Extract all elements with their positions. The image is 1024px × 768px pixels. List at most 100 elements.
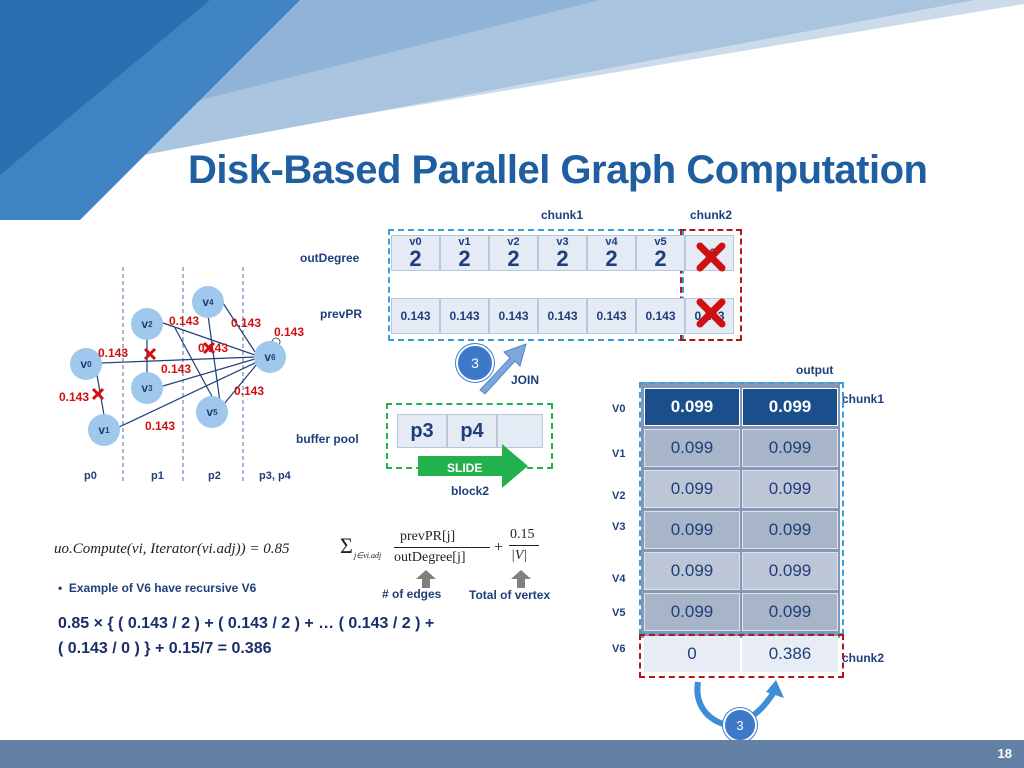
edge-label: 0.143 <box>98 346 129 360</box>
vertex-header: v1 <box>458 235 471 248</box>
output-cell: 0.099 <box>644 593 740 631</box>
output-row-label: V2 <box>612 490 626 502</box>
output-cell: 0.099 <box>644 511 740 549</box>
output-title: output <box>796 363 834 377</box>
output-cell: 0 <box>644 636 740 672</box>
output-row-label: V4 <box>612 573 626 585</box>
output-step-badge: 3 <box>723 708 757 742</box>
output-cell: 0.386 <box>742 636 838 672</box>
edge-label: 0.143 <box>231 316 262 330</box>
edges-pointer-icon <box>416 570 436 588</box>
edge-label: 0.143 <box>169 314 200 328</box>
edges-annotation: # of edges <box>382 587 442 601</box>
sum-subscript: j∈vi.adj <box>354 551 382 560</box>
output-row-label: V0 <box>612 403 626 415</box>
output-cell: 0.099 <box>644 388 740 426</box>
example-bullet-text: Example of V6 have recursive V6 <box>68 581 257 595</box>
output-cell: 0.099 <box>742 470 838 508</box>
buffer-slot <box>497 414 543 448</box>
output-cell: 0.099 <box>742 388 838 426</box>
join-arrow-icon <box>479 343 527 395</box>
slide-title: Disk-Based Parallel Graph Computation <box>188 148 928 192</box>
vertex-pointer-icon <box>511 570 531 588</box>
vertex-header: v3 <box>556 235 569 248</box>
output-row-label: V6 <box>612 643 626 655</box>
edge-label: 0.143 <box>59 390 90 404</box>
slide-arrow-icon <box>418 444 528 488</box>
footer-bar <box>0 740 1024 768</box>
join-step-number: 3 <box>471 355 479 371</box>
example-line-1: 0.85 × { ( 0.143 / 2 ) + ( 0.143 / 2 ) +… <box>58 615 435 632</box>
output-cell: 0.099 <box>742 593 838 631</box>
fraction-bar <box>394 547 490 548</box>
buffer-slot: p3 <box>397 414 447 448</box>
output-chunk2-box <box>639 634 844 678</box>
prevpr-cell: 0.143 <box>489 298 538 334</box>
vertex-header: v0 <box>409 235 422 248</box>
partition-label: p1 <box>151 470 164 482</box>
partition-label: p3, p4 <box>259 470 291 482</box>
outdegree-value: 2 <box>605 245 618 271</box>
output-chunk1-label: chunk1 <box>842 392 885 406</box>
constant-bar <box>509 545 539 546</box>
chunk2-label: chunk2 <box>690 208 733 222</box>
prevpr-cell: 0.143 <box>636 298 685 334</box>
chunk2-excluded-icon <box>696 242 726 328</box>
output-row-label: V5 <box>612 607 626 619</box>
output-cell: 0.099 <box>644 429 740 467</box>
graph-diagram <box>91 267 281 482</box>
prevpr-cell: 0.143 <box>538 298 587 334</box>
buffer-slot: p4 <box>447 414 497 448</box>
example-bullet: • Example of V6 have recursive V6 <box>58 581 256 595</box>
output-cell: 0.099 <box>742 511 838 549</box>
outdegree-value: 2 <box>458 245 471 271</box>
buffer-pool-label: buffer pool <box>296 432 359 446</box>
prevpr-cell: 0.143 <box>391 298 440 334</box>
fraction-numerator: prevPR[j] <box>400 529 456 544</box>
join-step-badge: 3 <box>456 344 494 382</box>
block2-label: block2 <box>451 484 490 498</box>
output-cell: 0.099 <box>644 552 740 590</box>
prevpr-cell: 0.143 <box>587 298 636 334</box>
outdegree-value: 2 <box>654 245 667 271</box>
fraction-denominator: outDegree[j] <box>394 550 466 565</box>
output-step-number: 3 <box>736 717 744 733</box>
background-decoration <box>0 0 1024 220</box>
partition-label: p0 <box>84 470 97 482</box>
formula-plus: + <box>494 539 504 556</box>
vertex-header: v2 <box>507 235 520 248</box>
outdegree-value: 2 <box>556 245 569 271</box>
output-row-label: V1 <box>612 448 626 460</box>
page-number: 18 <box>997 746 1012 761</box>
chunk1-label: chunk1 <box>541 208 584 222</box>
edge-label: 0.143 <box>161 362 192 376</box>
prevpr-cell: 0.143 <box>440 298 489 334</box>
vertex-header: v4 <box>605 235 618 248</box>
output-row-label: V3 <box>612 521 626 533</box>
join-label: JOIN <box>511 373 540 387</box>
vertex-annotation: Total of vertex <box>469 588 551 602</box>
outdegree-label: outDegree <box>300 251 360 265</box>
edge-label: 0.143 <box>274 325 305 339</box>
partition-label: p2 <box>208 470 221 482</box>
output-cell: 0.099 <box>742 429 838 467</box>
output-cell: 0.099 <box>644 470 740 508</box>
outdegree-value: 2 <box>409 245 422 271</box>
chunk2-box <box>680 229 742 341</box>
sum-symbol: Σ <box>340 533 353 558</box>
constant-numerator: 0.15 <box>510 527 535 542</box>
constant-denominator: |V| <box>511 548 528 563</box>
bullet-dot: • <box>58 581 69 595</box>
formula-left: uo.Compute(vi, Iterator(vi.adj)) = 0.85 <box>54 541 290 557</box>
vertex-header: v5 <box>654 235 667 248</box>
